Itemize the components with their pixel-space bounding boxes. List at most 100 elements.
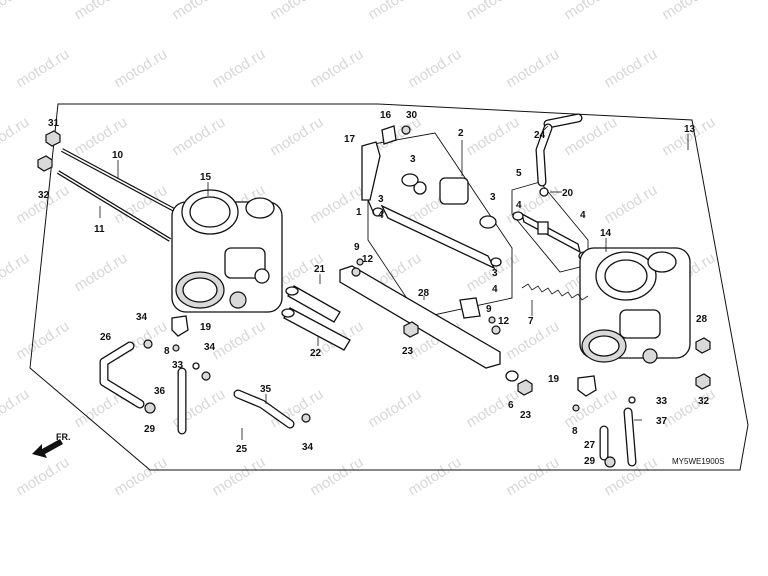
callout-13: 13 bbox=[684, 124, 696, 135]
callout-11: 11 bbox=[94, 224, 105, 235]
watermark-text: motod.ru bbox=[405, 46, 464, 92]
callout-8-left: 8 bbox=[164, 346, 170, 357]
joint-pipe-21 bbox=[285, 285, 341, 323]
joint-pipe-22 bbox=[281, 307, 351, 351]
watermark-text: motod.ru bbox=[71, 0, 130, 23]
callout-4-left: 4 bbox=[378, 210, 384, 221]
callout-26: 26 bbox=[100, 332, 112, 343]
air-joint-2 bbox=[380, 177, 496, 270]
callout-29-left: 29 bbox=[144, 424, 156, 435]
watermark-text: motod.ru bbox=[0, 114, 32, 160]
bracket-1 bbox=[367, 199, 375, 215]
callout-3-upper: 3 bbox=[410, 154, 416, 165]
fuel-t-joint-19-left bbox=[171, 315, 189, 337]
watermark-text: motod.ru bbox=[659, 0, 718, 23]
screw-8-right bbox=[572, 404, 580, 412]
watermark-text: motod.ru bbox=[71, 250, 130, 296]
watermark-text: motod.ru bbox=[13, 46, 72, 92]
screw-12-left bbox=[351, 267, 361, 277]
callout-36: 36 bbox=[154, 386, 166, 397]
watermark-text: motod.ru bbox=[0, 0, 32, 23]
callout-30: 30 bbox=[406, 110, 418, 121]
clip-20 bbox=[539, 187, 549, 197]
assembly-frame bbox=[29, 103, 749, 471]
callout-1: 1 bbox=[356, 207, 362, 218]
subframe-air-chamber bbox=[367, 132, 513, 319]
o-ring-3-right bbox=[479, 215, 497, 229]
fuel-hose-24 bbox=[535, 113, 583, 187]
watermark-text: motod.ru bbox=[561, 0, 620, 23]
callout-37: 37 bbox=[656, 416, 668, 427]
watermark-text: motod.ru bbox=[209, 454, 268, 500]
watermark-text: motod.ru bbox=[13, 182, 72, 228]
callout-16: 16 bbox=[380, 110, 392, 121]
callout-32-left: 32 bbox=[38, 190, 50, 201]
callout-3-left: 3 bbox=[378, 194, 384, 205]
fuel-hose-26 bbox=[99, 341, 145, 409]
watermark-text: motod.ru bbox=[659, 386, 718, 432]
callout-15: 15 bbox=[200, 172, 212, 183]
watermark-text: motod.ru bbox=[307, 182, 366, 228]
callout-33-right: 33 bbox=[656, 396, 668, 407]
fuel-t-joint-19-right bbox=[577, 375, 597, 397]
watermark-text: motod.ru bbox=[307, 454, 366, 500]
long-bolt-11 bbox=[56, 170, 172, 242]
carburetor-14 bbox=[579, 247, 691, 364]
callout-20: 20 bbox=[562, 188, 574, 199]
watermark-text: motod.ru bbox=[365, 0, 424, 23]
callout-17: 17 bbox=[344, 134, 356, 145]
screw-12-right bbox=[491, 325, 501, 335]
nut-28 bbox=[695, 337, 711, 354]
o-ring-4-right bbox=[490, 257, 502, 267]
watermark-text: motod.ru bbox=[169, 114, 228, 160]
callout-labels: 31 32 10 11 15 16 30 17 2 3 3 4 1 3 3 4 … bbox=[38, 110, 710, 467]
callout-9-left: 9 bbox=[354, 242, 360, 253]
screw-9-right bbox=[488, 316, 496, 324]
screw-8-left bbox=[172, 344, 180, 352]
watermark-text: motod.ru bbox=[659, 114, 718, 160]
callout-24: 24 bbox=[534, 130, 546, 141]
fuel-hose-35 bbox=[233, 389, 295, 429]
callout-7: 7 bbox=[528, 316, 534, 327]
callout-4-lower: 4 bbox=[492, 284, 498, 295]
watermark-text: motod.ru bbox=[0, 386, 32, 432]
watermark-text: motod.ru bbox=[463, 0, 522, 23]
callout-8-right: 8 bbox=[572, 426, 578, 437]
nut-32-right bbox=[695, 373, 711, 390]
watermark-text: motod.ru bbox=[13, 318, 72, 364]
fuel-joint-5 bbox=[521, 212, 581, 254]
screw-9-left bbox=[356, 258, 364, 266]
watermark-text: motod.ru bbox=[209, 318, 268, 364]
arrow-left-down-icon bbox=[32, 439, 63, 458]
callout-3-right: 3 bbox=[490, 192, 496, 203]
bolt-30 bbox=[401, 125, 411, 135]
callout-3-lower: 3 bbox=[492, 268, 498, 279]
watermark-text: motod.ru bbox=[601, 46, 660, 92]
callout-33-left: 33 bbox=[172, 360, 184, 371]
callout-5: 5 bbox=[516, 168, 522, 179]
callout-2: 2 bbox=[458, 128, 464, 139]
callout-19-right: 19 bbox=[548, 374, 560, 385]
watermark-text: motod.ru bbox=[601, 182, 660, 228]
watermark-text: motod.ru bbox=[169, 0, 228, 23]
callout-27: 27 bbox=[584, 440, 596, 451]
callout-23-left: 23 bbox=[402, 346, 414, 357]
watermark-text: motod.ru bbox=[267, 0, 326, 23]
callout-6: 6 bbox=[508, 400, 514, 411]
watermark-text: motod.ru bbox=[503, 454, 562, 500]
watermark-text: motod.ru bbox=[365, 386, 424, 432]
callout-35: 35 bbox=[260, 384, 272, 395]
nut-32-left bbox=[37, 155, 53, 172]
callout-18: 28 bbox=[418, 288, 430, 299]
bracket-plate-18 bbox=[339, 265, 501, 369]
callout-32-right: 32 bbox=[698, 396, 710, 407]
callout-34-lower: 34 bbox=[302, 442, 314, 453]
clamp-29-right bbox=[604, 456, 616, 468]
collar-6 bbox=[505, 370, 519, 382]
watermark-text: motod.ru bbox=[267, 114, 326, 160]
o-ring-3-upper bbox=[401, 173, 419, 187]
callout-4-joint-right: 4 bbox=[580, 210, 586, 221]
callout-12-right: 12 bbox=[498, 316, 510, 327]
callout-4-joint-left: 4 bbox=[516, 200, 522, 211]
